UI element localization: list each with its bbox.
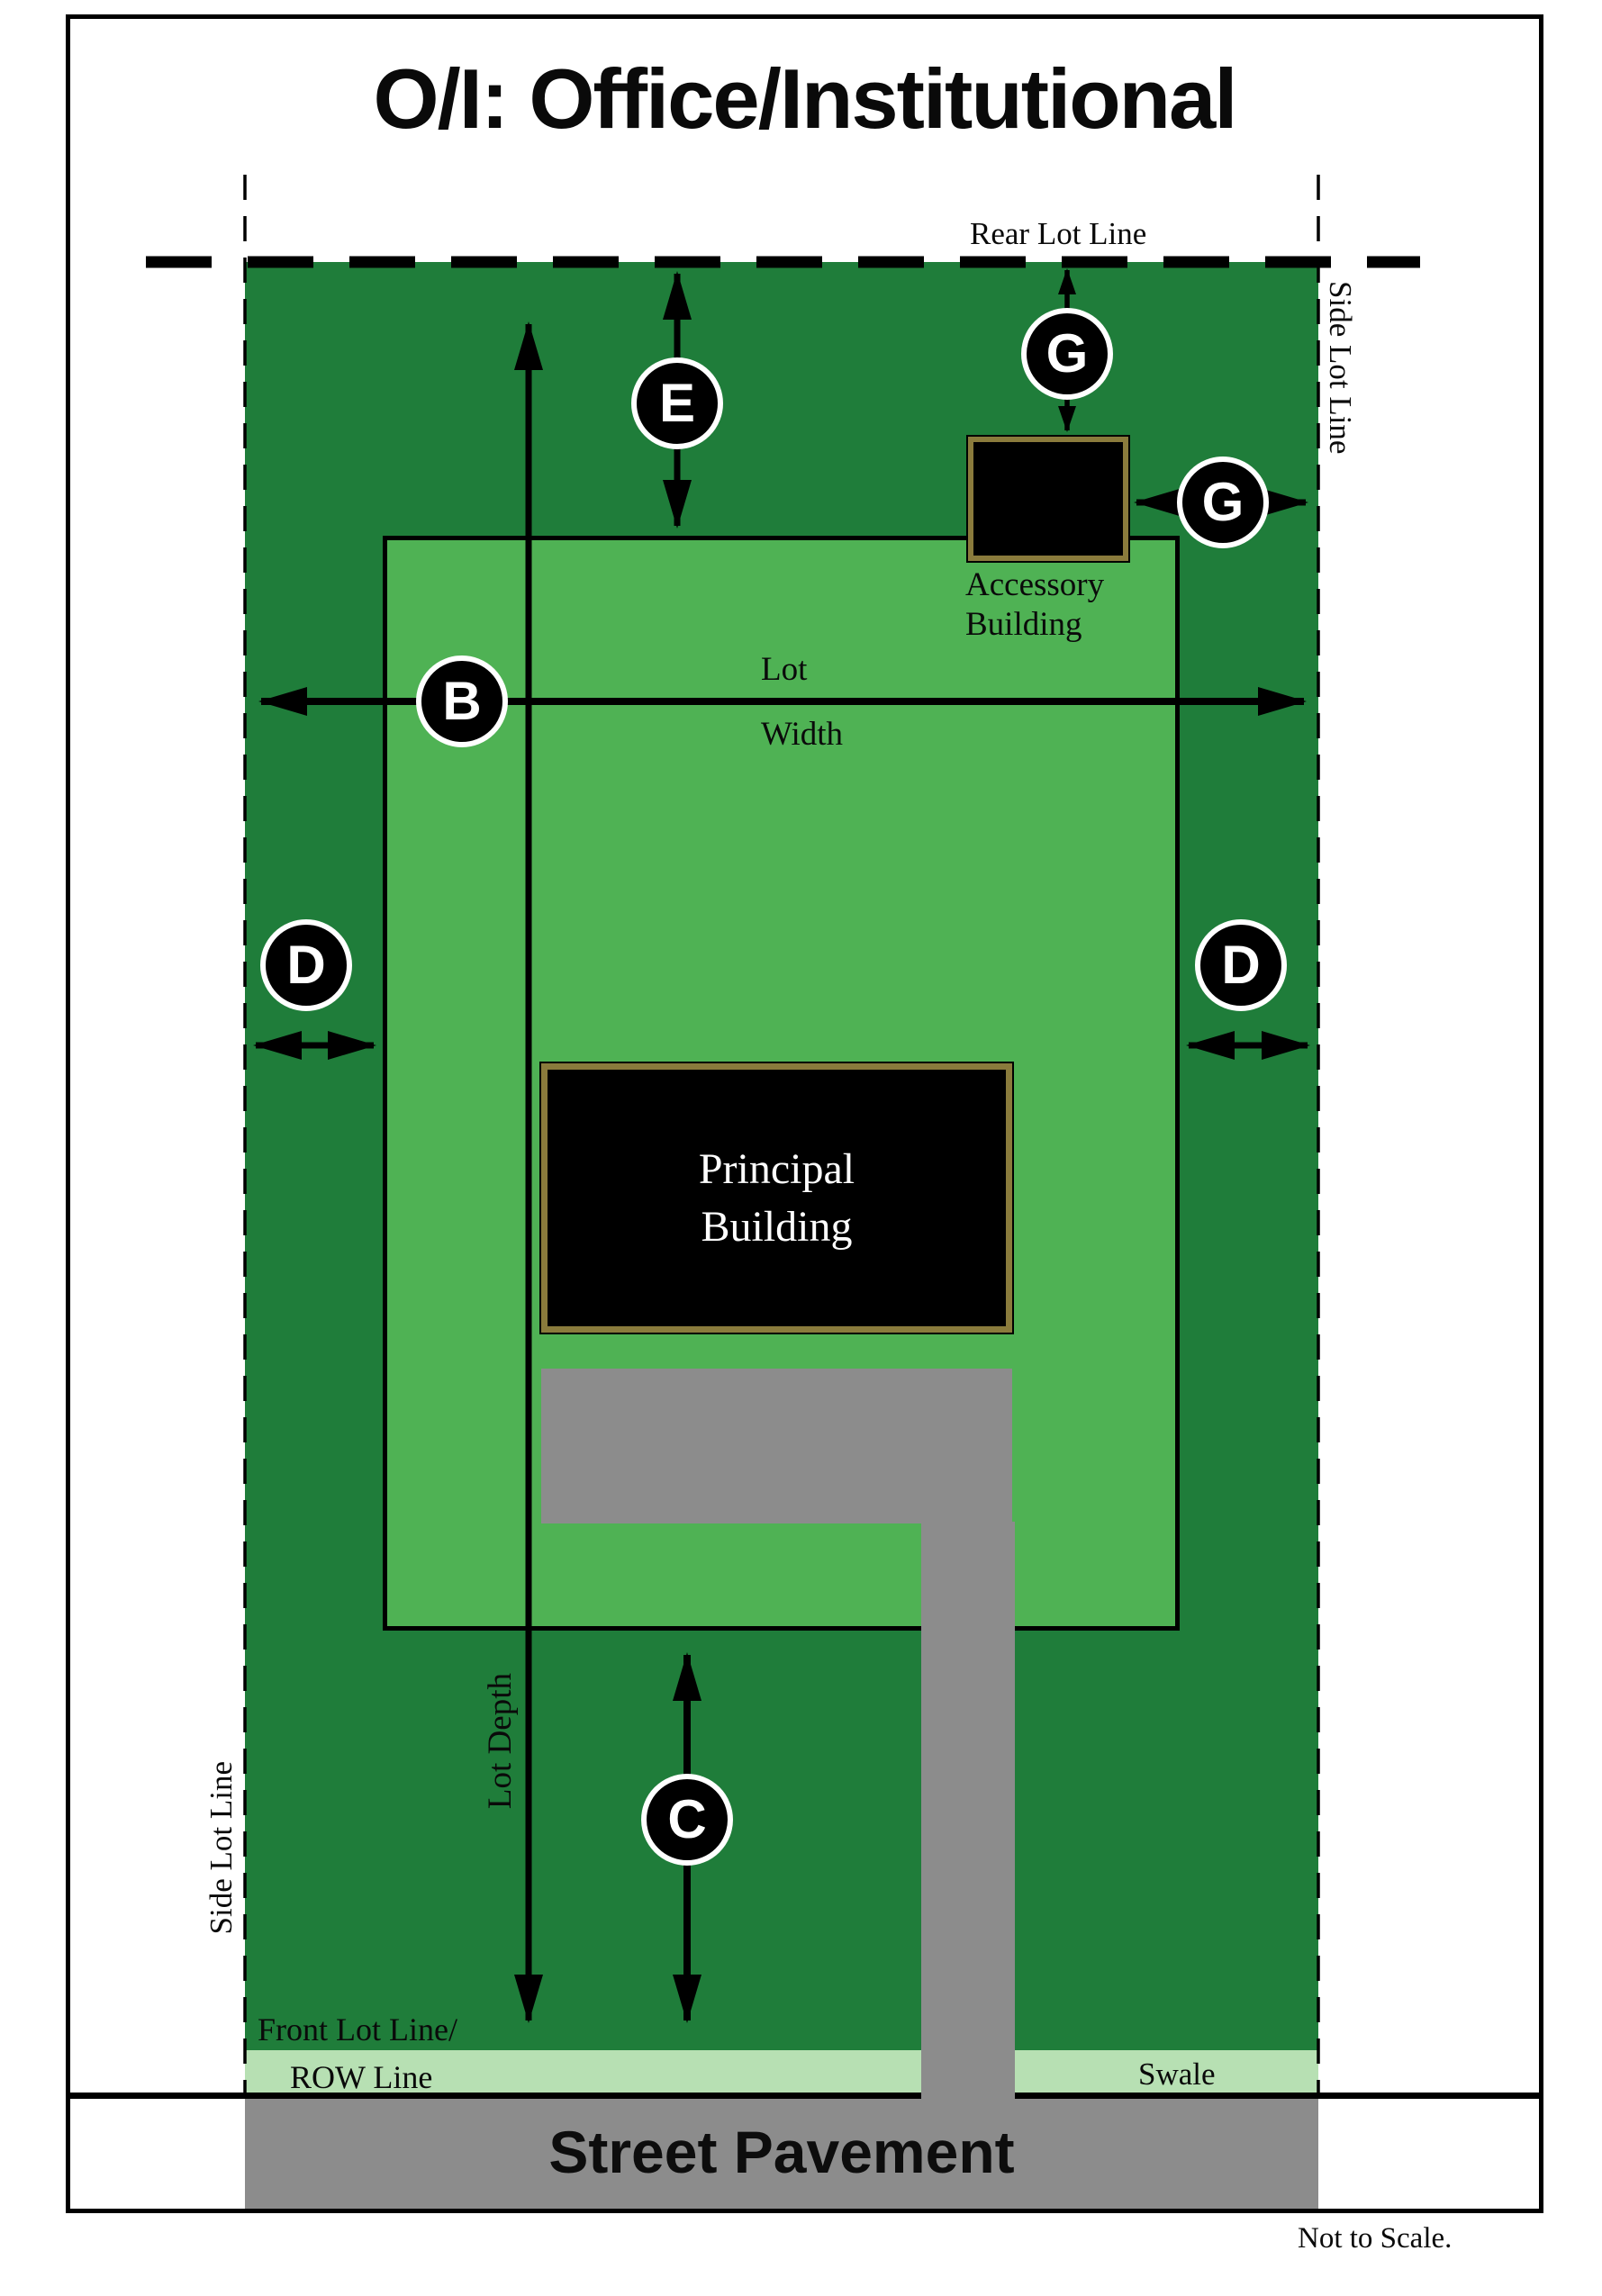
street-edge-line (66, 2093, 1543, 2099)
side-lot-line-right-label: Side Lot Line (1323, 281, 1358, 455)
diagram-title: O/I: Office/Institutional (373, 51, 1238, 146)
marker-d-side-setback-right: D (1195, 919, 1287, 1011)
principal-building-label-line2: Building (701, 1202, 853, 1251)
marker-c-front-setback: C (641, 1774, 733, 1866)
marker-b-lot-width: B (416, 655, 508, 747)
accessory-building (966, 435, 1130, 563)
street-pavement-area (245, 2099, 1318, 2209)
accessory-building-label: Accessory Building (965, 565, 1104, 644)
rear-lot-line-label: Rear Lot Line (970, 216, 1147, 251)
driveway (921, 1522, 1015, 2100)
accessory-building-label-line1: Accessory (965, 566, 1105, 603)
swale-label: Swale (1138, 2056, 1216, 2092)
marker-e-rear-setback: E (631, 357, 723, 449)
accessory-building-label-line2: Building (965, 605, 1082, 643)
street-pavement-label: Street Pavement (548, 2119, 1015, 2185)
principal-building: Principal Building (539, 1062, 1014, 1334)
lot-depth-label: Lot Depth (482, 1673, 519, 1810)
diagram-frame (66, 14, 1543, 2213)
not-to-scale-note: Not to Scale. (1298, 2222, 1453, 2255)
front-lot-line-label-line1: Front Lot Line/ (258, 2011, 457, 2047)
swale-strip (245, 2050, 1318, 2097)
marker-d-side-setback-left: D (260, 919, 352, 1011)
lot-width-label-line1: Lot (761, 651, 808, 688)
marker-g-accessory-side-setback: G (1177, 456, 1269, 548)
front-lot-line-label-line2: ROW Line (290, 2059, 433, 2095)
marker-g-accessory-rear-setback: G (1021, 308, 1113, 400)
side-lot-line-left-label: Side Lot Line (204, 1761, 239, 1935)
principal-building-label-line1: Principal (698, 1145, 855, 1194)
driveway-apron (541, 1369, 1012, 1523)
lot-width-label-line2: Width (761, 716, 844, 753)
